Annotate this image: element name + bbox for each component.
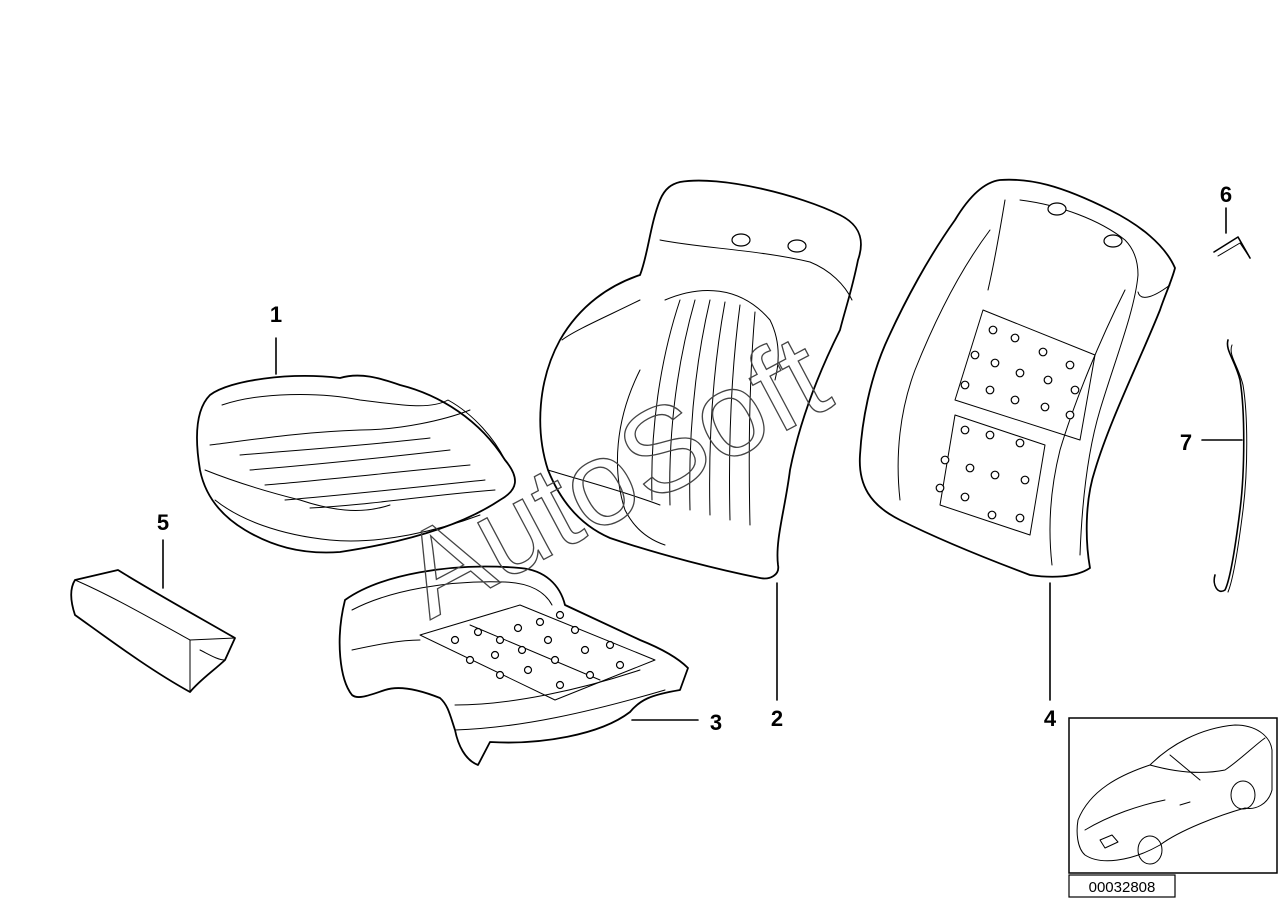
part-4-backrest-foam[interactable]: [858, 178, 1176, 578]
callout-3[interactable]: 3: [710, 710, 722, 735]
part-7-wire[interactable]: [1213, 339, 1248, 593]
vehicle-thumbnail[interactable]: [1068, 717, 1278, 874]
callout-2[interactable]: 2: [771, 706, 783, 731]
part-2-backrest-cover[interactable]: [539, 179, 862, 580]
part-1-seat-cover[interactable]: [196, 374, 516, 554]
callout-5[interactable]: 5: [157, 510, 169, 535]
reference-number: 00032808: [1089, 879, 1156, 896]
callout-7[interactable]: 7: [1180, 430, 1192, 455]
reference-number-box: 00032808: [1068, 874, 1176, 898]
part-6-clip[interactable]: [1213, 236, 1251, 259]
callout-6[interactable]: 6: [1220, 182, 1232, 207]
part-5-cushion-pad[interactable]: [70, 569, 236, 693]
callout-4[interactable]: 4: [1044, 706, 1057, 731]
part-3-seat-foam[interactable]: [338, 565, 689, 766]
callout-1[interactable]: 1: [270, 302, 282, 327]
